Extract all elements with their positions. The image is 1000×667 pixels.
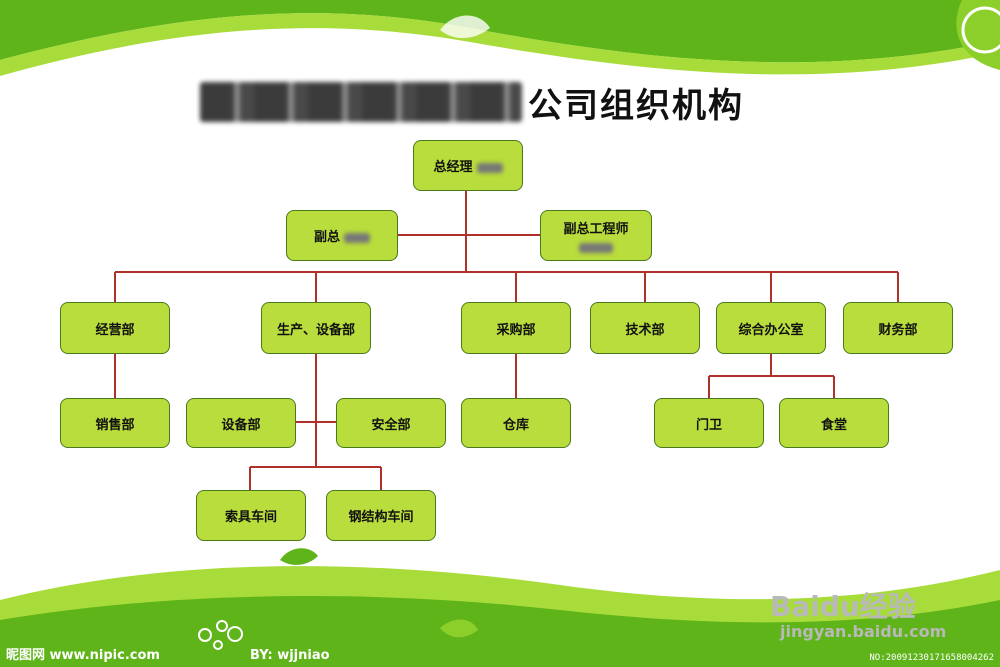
baidu-watermark-url: jingyan.baidu.com [780, 622, 947, 641]
node-technology-label: 技术部 [625, 322, 665, 338]
node-equipment: 设备部 [186, 398, 296, 448]
node-guard: 门卫 [654, 398, 764, 448]
node-finance: 财务部 [843, 302, 953, 354]
top-wave-light [0, 13, 1000, 76]
leaf-top-icon [440, 15, 490, 39]
node-production: 生产、设备部 [261, 302, 371, 354]
node-office-label: 综合办公室 [738, 322, 804, 338]
node-deputy: 副总 [286, 210, 398, 261]
footer-author: BY: wjjniao [250, 648, 330, 663]
chart-title-text: 公司组织机构 [528, 85, 744, 126]
node-canteen: 食堂 [779, 398, 889, 448]
node-steel-workshop-label: 钢结构车间 [348, 510, 414, 525]
node-chief-engineer: 副总工程师 [540, 210, 652, 261]
node-business: 经营部 [60, 302, 170, 354]
redacted-name [344, 232, 370, 243]
footer-site: 昵图网 www.nipic.com [6, 648, 160, 663]
node-steel-workshop: 钢结构车间 [326, 490, 436, 541]
node-sales-label: 销售部 [95, 417, 135, 433]
node-safety: 安全部 [336, 398, 446, 448]
node-safety-label: 安全部 [371, 417, 411, 433]
node-production-label: 生产、设备部 [276, 322, 355, 338]
node-rigging-workshop-label: 索具车间 [224, 510, 277, 525]
node-rigging-workshop: 索具车间 [196, 490, 306, 541]
chart-title: 公司组织机构 [200, 78, 744, 126]
bubbles-icon [198, 620, 243, 650]
redacted-company-name [200, 82, 522, 122]
node-technology: 技术部 [590, 302, 700, 354]
baidu-watermark-logo: Baidu经验 [770, 590, 916, 623]
node-warehouse-label: 仓库 [502, 417, 529, 433]
top-right-swirl [961, 6, 1000, 54]
node-purchasing-label: 采购部 [496, 322, 536, 338]
node-ceo-label: 总经理 [433, 160, 473, 175]
footer-number: NO:20091230171658004262 [869, 653, 994, 663]
node-canteen-label: 食堂 [820, 417, 847, 433]
node-equipment-label: 设备部 [221, 417, 261, 433]
node-sales: 销售部 [60, 398, 170, 448]
node-business-label: 经营部 [95, 322, 135, 338]
redacted-name [476, 162, 503, 173]
leaf-bottom-icon [280, 548, 318, 565]
top-wave-dark [0, 0, 1000, 63]
node-guard-label: 门卫 [695, 417, 722, 433]
node-deputy-label: 副总 [313, 230, 340, 245]
node-ceo: 总经理 [413, 140, 523, 191]
leaf-bottom-right-icon [440, 619, 478, 638]
redacted-name [579, 243, 613, 253]
bottom-wave-dark [0, 596, 1000, 667]
node-finance-label: 财务部 [878, 322, 918, 338]
node-chief-engineer-label: 副总工程师 [563, 222, 629, 237]
node-warehouse: 仓库 [461, 398, 571, 448]
node-purchasing: 采购部 [461, 302, 571, 354]
node-office: 综合办公室 [716, 302, 826, 354]
